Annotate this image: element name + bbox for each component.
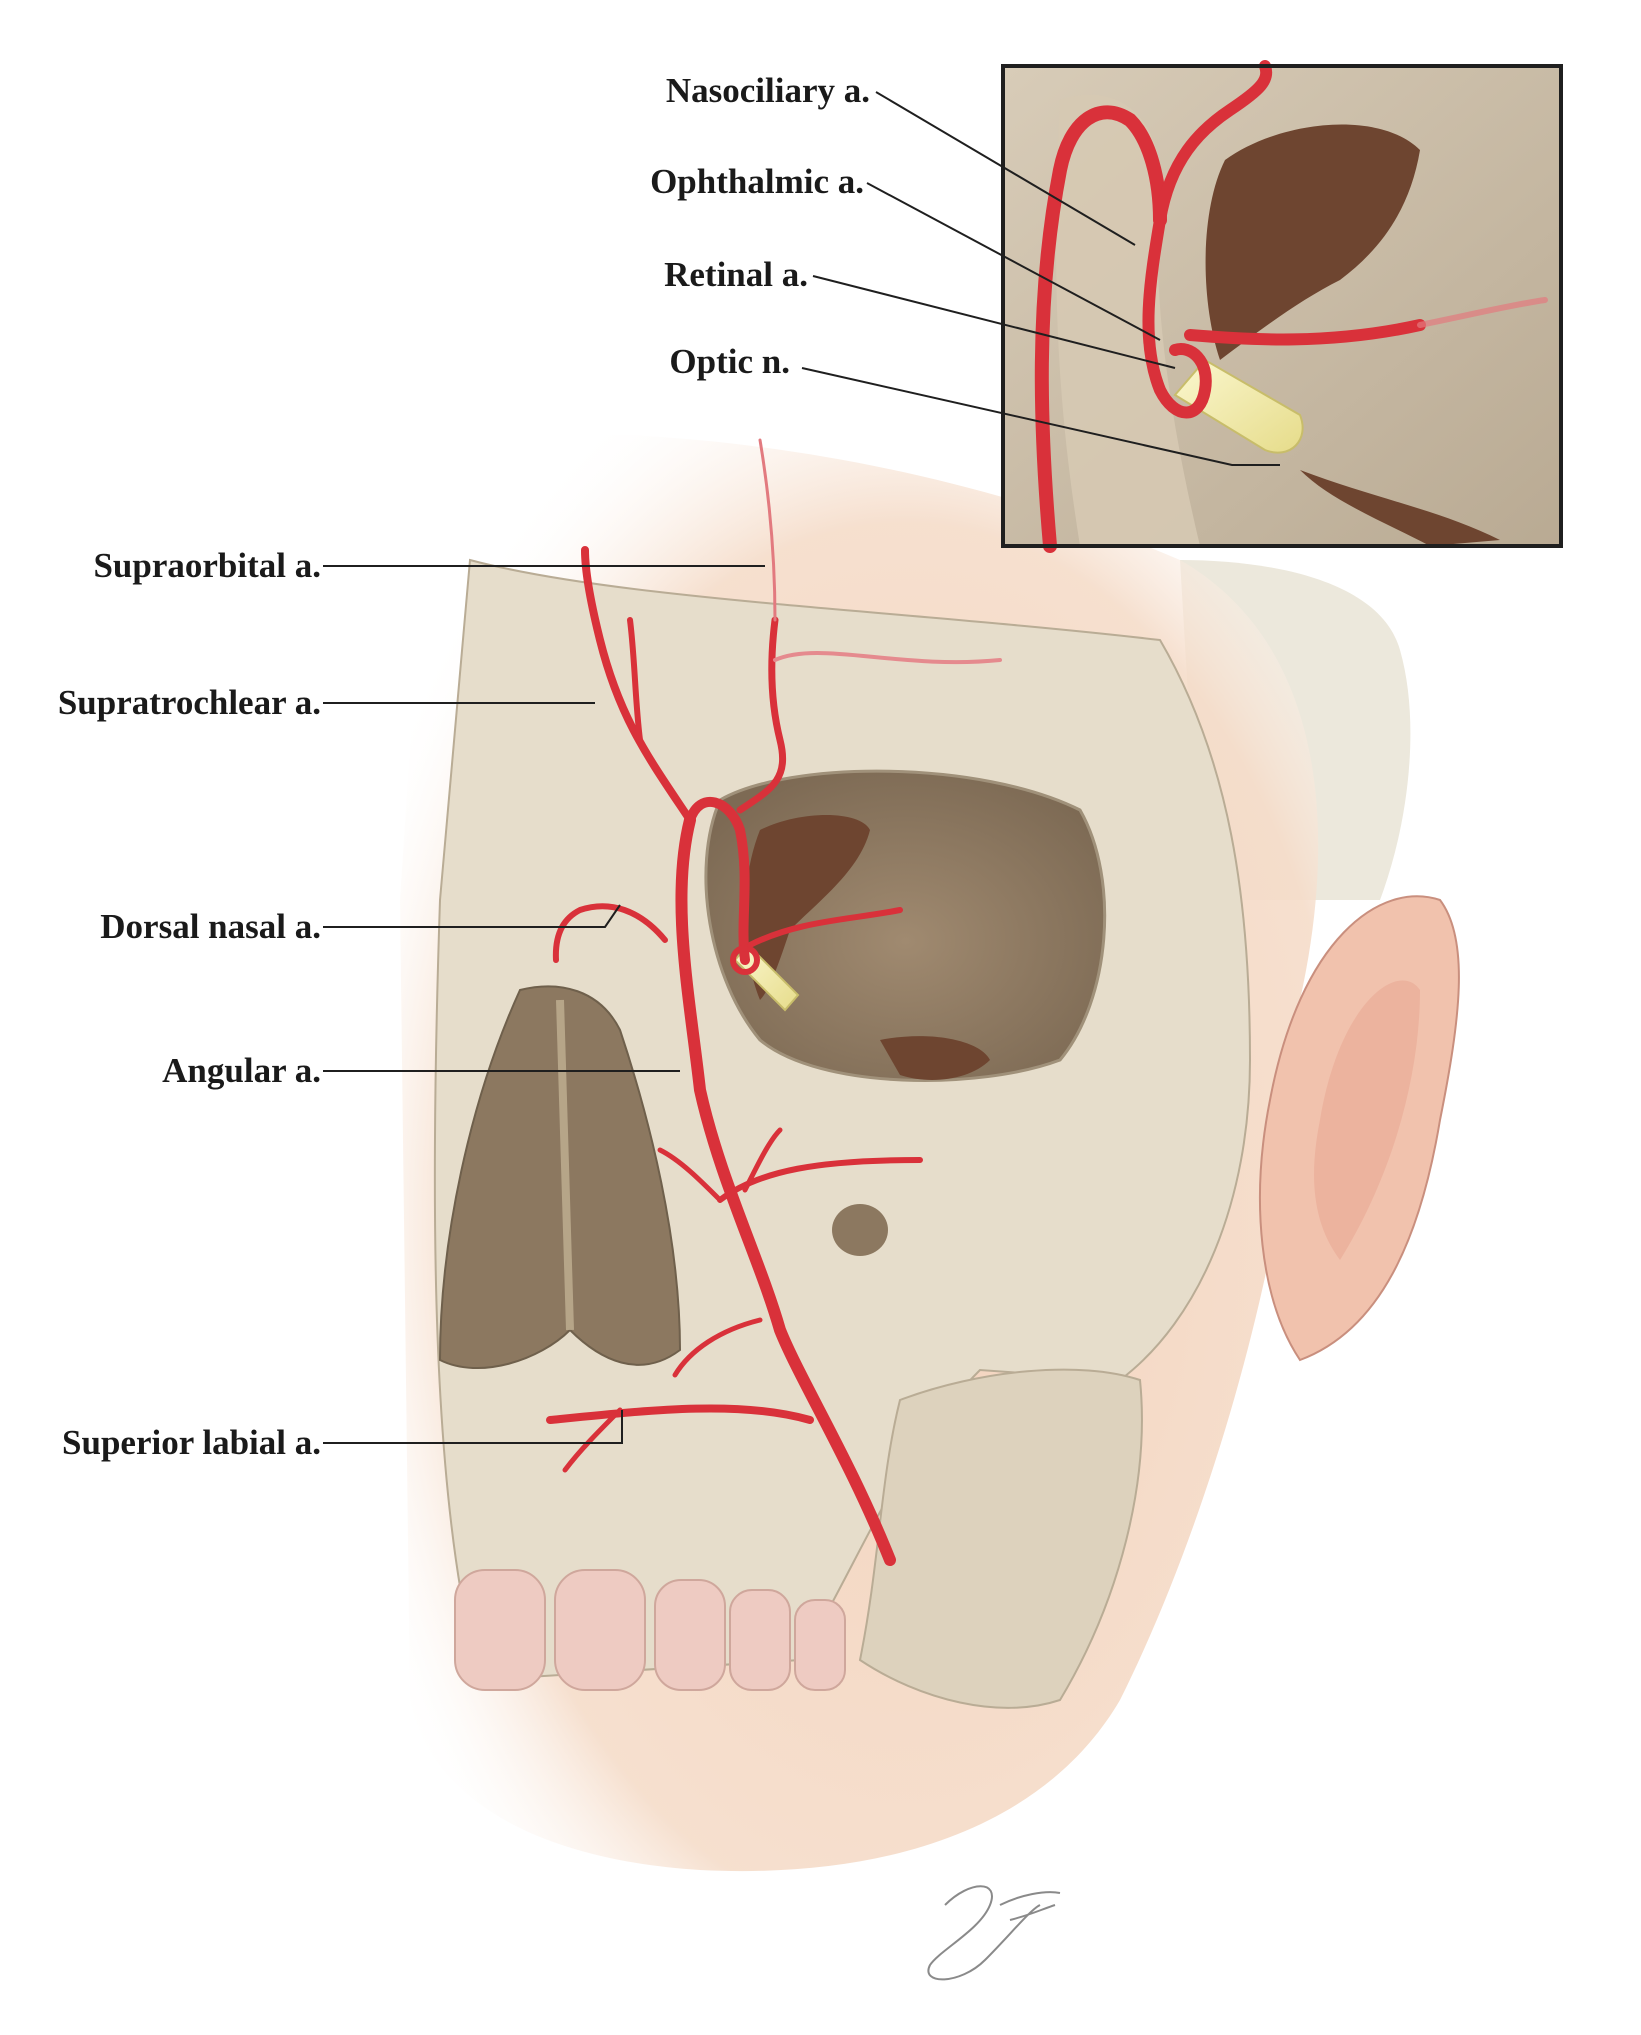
inset-border	[1001, 64, 1563, 548]
ear-inner	[1314, 980, 1420, 1260]
inset-retinal-vessel	[1184, 319, 1426, 346]
lateral-nasal	[657, 1147, 723, 1203]
supratrochlear-artery	[581, 546, 694, 824]
optic-nerve-main	[733, 943, 800, 1012]
leader-ophthalmic	[866, 182, 1161, 341]
nasal-septum	[556, 999, 574, 1331]
inset-arteries	[1034, 60, 1548, 553]
retinal-loop	[730, 945, 760, 975]
inset-ophthalmic-curve	[1142, 214, 1212, 419]
label-superior-labial: Superior labial a.	[62, 1423, 321, 1462]
inset-retinal-fade	[1417, 297, 1548, 328]
orbit-lower-fissure	[880, 1036, 990, 1080]
ophthalmic-branch-main	[685, 796, 750, 965]
inset-main-vessel	[1034, 105, 1167, 553]
supraorbital-lateral	[773, 650, 1002, 665]
mandible	[858, 1368, 1143, 1709]
inset-dark-cavity	[1205, 124, 1420, 360]
face-illustration	[400, 433, 1460, 1872]
inset-nasociliary-vessel	[1154, 60, 1273, 226]
label-supratrochlear: Supratrochlear a.	[58, 683, 321, 722]
label-supraorbital: Supraorbital a.	[93, 546, 321, 585]
infraorbital-branch-2	[742, 1127, 783, 1193]
leader-retinal	[812, 275, 1176, 369]
teeth	[454, 1569, 846, 1691]
label-angular: Angular a.	[162, 1051, 321, 1090]
superior-labial-branch	[562, 1407, 623, 1473]
label-optic: Optic n.	[669, 342, 790, 381]
supraorbital-ext	[758, 438, 777, 622]
leader-nasociliary	[875, 91, 1136, 246]
retinal-branch-main	[747, 907, 903, 948]
nasal-alar-branch	[672, 1317, 763, 1378]
superior-labial-artery	[546, 1404, 814, 1424]
infraorbital-branches	[717, 1157, 923, 1203]
label-nasociliary: Nasociliary a.	[666, 71, 870, 110]
labels: Nasociliary a. Ophthalmic a. Retinal a. …	[58, 71, 870, 1462]
inset-lower-fissure	[1300, 470, 1500, 546]
supratrochlear-branch	[627, 617, 643, 743]
label-retinal: Retinal a.	[664, 255, 808, 294]
nasal-cavity	[438, 985, 682, 1369]
angular-artery-trunk	[675, 814, 896, 1566]
leader-optic	[801, 367, 1280, 466]
orbit-dark-fissure	[745, 815, 870, 1000]
infraorbital-foramen	[832, 1204, 888, 1256]
leader-superior-labial	[323, 1410, 623, 1444]
label-ophthalmic: Ophthalmic a.	[650, 162, 864, 201]
dorsal-nasal-artery	[552, 903, 668, 963]
facial-arteries	[546, 438, 1002, 1566]
leader-dorsal-nasal	[323, 904, 621, 928]
leader-lines	[323, 91, 1280, 1444]
label-dorsal-nasal: Dorsal nasal a.	[100, 907, 321, 946]
supraorbital-artery	[736, 616, 787, 814]
artist-signature-icon	[927, 1885, 1061, 1981]
inset-view	[1001, 60, 1563, 553]
